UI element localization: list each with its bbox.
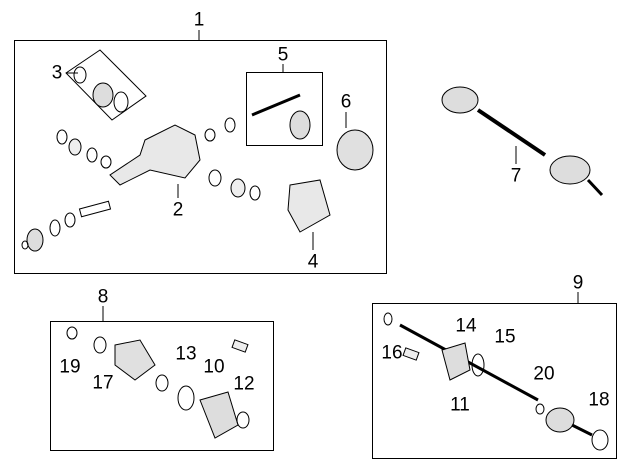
callout-17: 17 (92, 372, 114, 394)
callout-3: 3 (51, 62, 63, 84)
axle-shaft-box (372, 303, 617, 459)
callout-18: 18 (588, 389, 610, 411)
differential-assembly-box (14, 40, 387, 274)
pinion-gear-box (246, 72, 323, 146)
callout-12: 12 (233, 373, 255, 395)
callout-2: 2 (172, 199, 184, 221)
callout-5: 5 (277, 44, 289, 66)
callout-4: 4 (307, 251, 319, 273)
callout-8: 8 (97, 286, 109, 308)
callout-15: 15 (494, 326, 516, 348)
callout-16: 16 (381, 342, 403, 364)
callout-6: 6 (340, 91, 352, 113)
callout-14: 14 (455, 315, 477, 337)
callout-1: 1 (193, 9, 205, 31)
callout-9: 9 (572, 272, 584, 294)
callout-10: 10 (203, 356, 225, 378)
callout-20: 20 (533, 363, 555, 385)
callout-19: 19 (59, 356, 81, 378)
callout-13: 13 (175, 343, 197, 365)
callout-11: 11 (450, 394, 470, 416)
inner-joint-kit-box (50, 321, 274, 451)
callout-7: 7 (510, 165, 522, 187)
